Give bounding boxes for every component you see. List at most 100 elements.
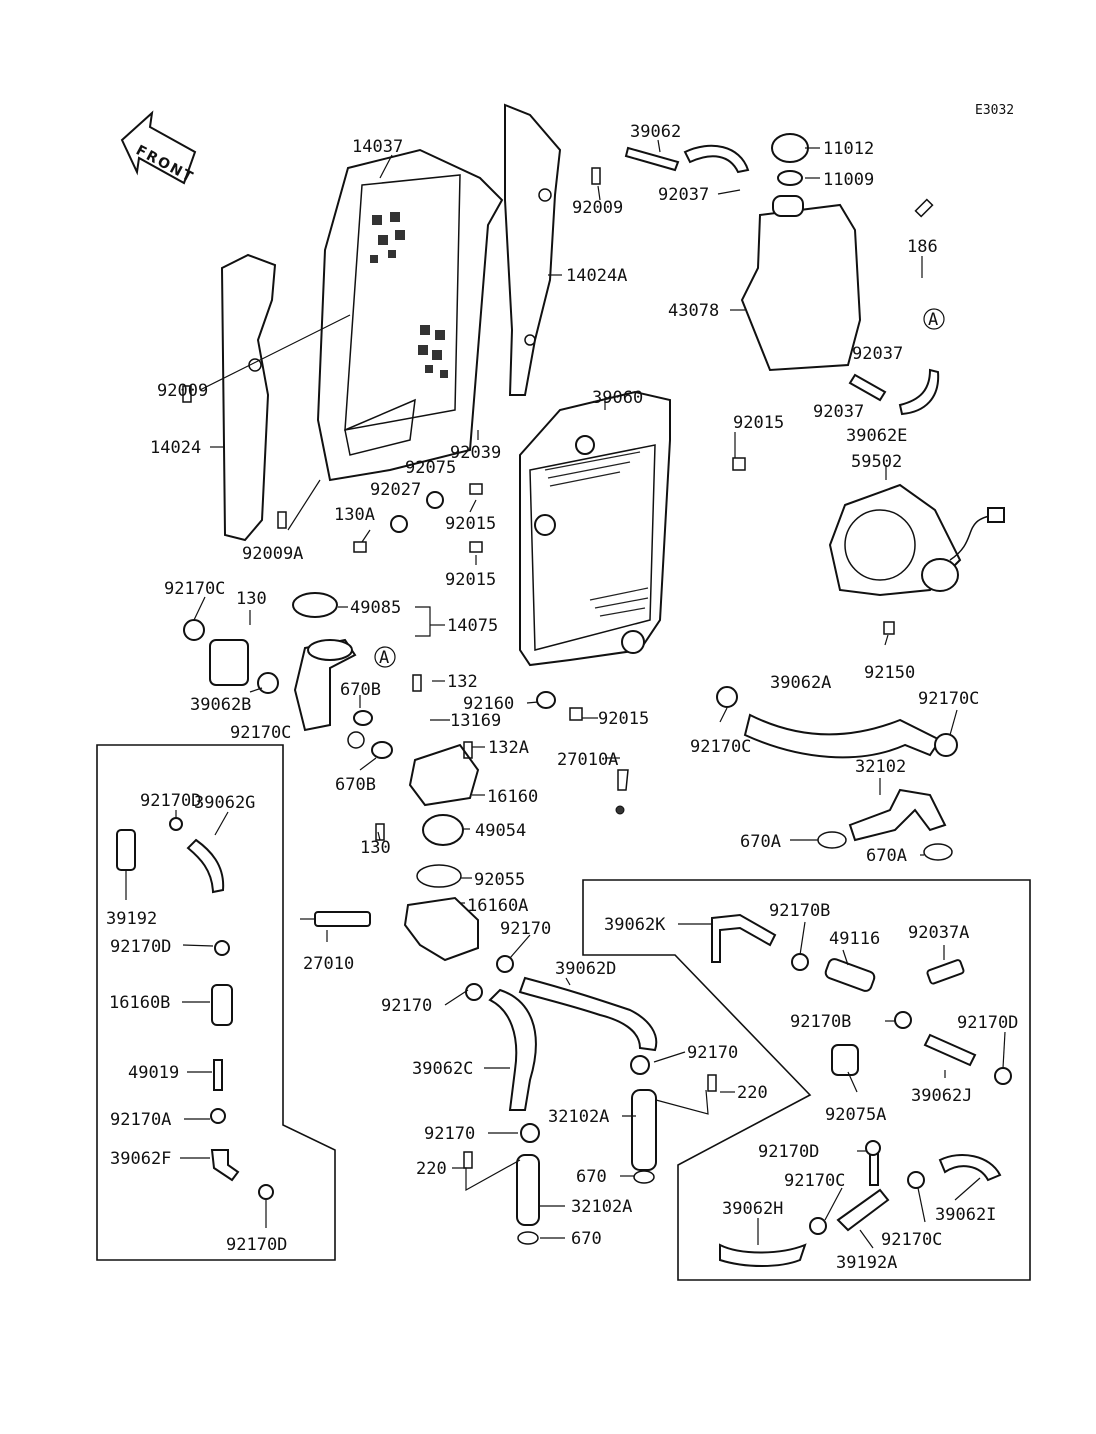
label-14037: 14037	[352, 137, 403, 157]
label-92170d-d: 92170D	[758, 1142, 819, 1162]
hose-39062	[624, 144, 940, 416]
label-39062: 39062	[630, 122, 681, 142]
label-92075a: 92075A	[825, 1105, 886, 1125]
label-92170-b: 92170	[381, 996, 432, 1016]
label-39062j: 39062J	[911, 1086, 972, 1106]
label-130a: 130A	[334, 505, 375, 525]
filler-neck	[183, 592, 357, 732]
label-92170a: 92170A	[110, 1110, 171, 1130]
label-32102a-b: 32102A	[571, 1197, 632, 1217]
fan-motor	[828, 483, 1005, 597]
label-39062k: 39062K	[604, 915, 666, 935]
pipe-32102a-upper	[631, 1089, 657, 1171]
label-132: 132	[447, 672, 478, 692]
label-49054: 49054	[475, 821, 526, 841]
label-92015-d: 92015	[598, 709, 649, 729]
label-92170d-e: 92170D	[226, 1235, 287, 1255]
label-a-tank: A	[928, 310, 938, 330]
label-16160a: 16160A	[467, 896, 528, 916]
label-92037-low: 92037	[813, 402, 864, 422]
diagram-code: E3032	[975, 103, 1014, 118]
label-186: 186	[907, 237, 938, 257]
label-130-b: 130	[360, 838, 391, 858]
label-670b-b: 670B	[335, 775, 376, 795]
label-39192: 39192	[106, 909, 157, 929]
label-670-a: 670	[576, 1167, 607, 1187]
label-92170d-c: 92170D	[957, 1013, 1018, 1033]
label-92170-d: 92170	[424, 1124, 475, 1144]
label-49116: 49116	[829, 929, 880, 949]
label-670b-a: 670B	[340, 680, 381, 700]
hardware	[169, 167, 1012, 1245]
label-27010a: 27010A	[557, 750, 618, 770]
radiator-shroud	[316, 148, 504, 482]
leader-lines	[125, 139, 1006, 1249]
label-92009-left: 92009	[157, 381, 208, 401]
label-92170c-a: 92170C	[164, 579, 225, 599]
label-92170d-b: 92170D	[110, 937, 171, 957]
label-92170c-b: 92170C	[918, 689, 979, 709]
label-49085: 49085	[350, 598, 401, 618]
label-220-a: 220	[737, 1083, 768, 1103]
label-92075: 92075	[405, 458, 456, 478]
label-92170-a: 92170	[500, 919, 551, 939]
label-59502: 59502	[851, 452, 902, 472]
label-39062g: 39062G	[194, 793, 255, 813]
label-39062c: 39062C	[412, 1059, 473, 1079]
label-92037a: 92037A	[908, 923, 969, 943]
front-arrow-icon: FRONT	[120, 110, 197, 186]
label-39062b: 39062B	[190, 695, 251, 715]
thermostat-housing	[353, 710, 480, 962]
hose-39062c	[488, 988, 537, 1111]
pipe-32102a-lower	[516, 1154, 540, 1226]
label-39062h: 39062H	[722, 1199, 783, 1219]
temp-sensor	[300, 911, 371, 927]
label-92170c-e: 92170C	[784, 1171, 845, 1191]
label-39062f: 39062F	[110, 1149, 171, 1169]
label-39062e: 39062E	[846, 426, 907, 446]
label-92170-c: 92170	[687, 1043, 738, 1063]
label-39060: 39060	[592, 388, 643, 408]
label-132a: 132A	[488, 738, 529, 758]
label-14024: 14024	[150, 438, 201, 458]
hose-39062a	[743, 713, 942, 759]
label-a-neck: A	[379, 648, 389, 668]
label-92037: 92037	[658, 185, 709, 205]
label-92170c-f: 92170C	[881, 1230, 942, 1250]
label-14075: 14075	[447, 616, 498, 636]
label-43078: 43078	[668, 301, 719, 321]
right-option-group	[582, 879, 1031, 1281]
label-92027: 92027	[370, 480, 421, 500]
label-130-a: 130	[236, 589, 267, 609]
label-16160b: 16160B	[109, 993, 170, 1013]
label-32102a-a: 32102A	[548, 1107, 609, 1127]
label-32102: 32102	[855, 757, 906, 777]
label-39192a: 39192A	[836, 1253, 897, 1273]
side-cover-14024a	[504, 103, 562, 396]
label-670a-b: 670A	[866, 846, 907, 866]
label-92170d-a: 92170D	[140, 791, 201, 811]
label-92150: 92150	[864, 663, 915, 683]
label-92009a: 92009A	[242, 544, 303, 564]
label-11009: 11009	[823, 170, 874, 190]
label-220-b: 220	[416, 1159, 447, 1179]
hose-39062d	[518, 976, 658, 1052]
label-27010: 27010	[303, 954, 354, 974]
label-14024a: 14024A	[566, 266, 627, 286]
label-92170b-a: 92170B	[769, 901, 830, 921]
label-16160: 16160	[487, 787, 538, 807]
label-92170c-c: 92170C	[230, 723, 291, 743]
label-39062a: 39062A	[770, 673, 831, 693]
label-92170c-d: 92170C	[690, 737, 751, 757]
label-670a-a: 670A	[740, 832, 781, 852]
label-92015-a: 92015	[733, 413, 784, 433]
label-39062i: 39062I	[935, 1205, 996, 1225]
left-option-group	[96, 744, 336, 1261]
label-49019: 49019	[128, 1063, 179, 1083]
label-92039: 92039	[450, 443, 501, 463]
callout-labels: 11012 11009 39062 92037 14037 92009 1402…	[106, 122, 1018, 1273]
label-92037-mid: 92037	[852, 344, 903, 364]
label-92055: 92055	[474, 870, 525, 890]
label-92160: 92160	[463, 694, 514, 714]
label-13169: 13169	[450, 711, 501, 731]
